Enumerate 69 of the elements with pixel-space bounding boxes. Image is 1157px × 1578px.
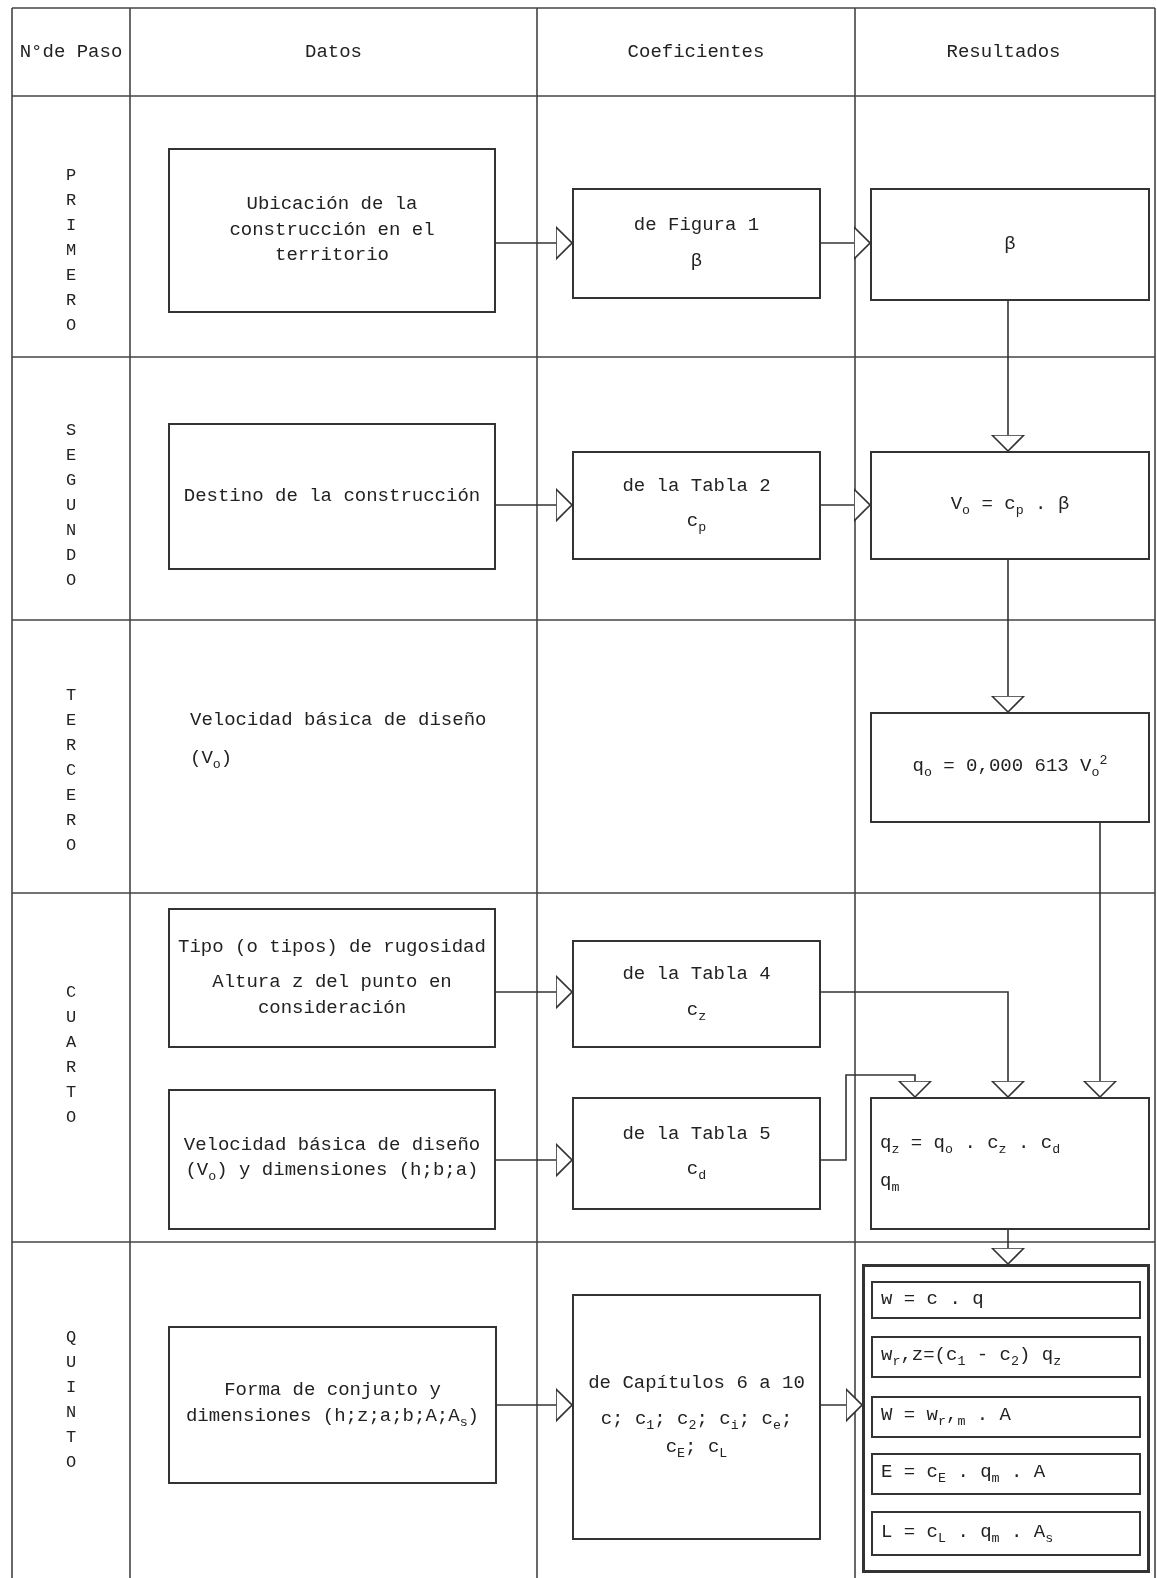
process-box	[870, 451, 1150, 560]
row-label: CUARTO	[65, 982, 77, 1129]
box-text: c$_{z}$	[686, 997, 707, 1026]
box-text: de la Tabla 5	[622, 1121, 771, 1147]
arrow	[820, 991, 1025, 1098]
process-box	[168, 423, 496, 570]
arrow	[495, 226, 573, 260]
formula-box	[871, 1336, 1141, 1378]
box-text: W = w$_{r}$,$_{m}$ . A	[881, 1403, 1011, 1431]
box-text: w = c . q	[881, 1287, 984, 1313]
arrow	[820, 488, 871, 522]
box-text: L = c$_{L}$ . q$_{m}$ . A$_{s}$	[881, 1519, 1054, 1548]
box-text: de Figura 1	[633, 212, 760, 238]
box-text: de la Tabla 2	[622, 473, 771, 499]
row-label: SEGUNDO	[65, 419, 77, 592]
process-box	[870, 712, 1150, 823]
process-box	[870, 1097, 1150, 1230]
process-box	[572, 188, 821, 299]
arrow	[820, 226, 871, 260]
box-text: β	[1004, 231, 1016, 257]
box-text: Ubicación de la construcción en el territorio	[228, 192, 436, 269]
formula-box	[871, 1453, 1141, 1495]
box-text: c$_{d}$	[686, 1157, 707, 1186]
process-box	[870, 188, 1150, 301]
process-box	[168, 1326, 497, 1484]
process-box	[572, 451, 821, 560]
box-text: q$_{m}$	[880, 1168, 900, 1197]
process-box	[168, 908, 496, 1048]
arrow	[991, 1229, 1025, 1265]
column-header: Coeficientes	[627, 39, 765, 65]
box-text: c$_{p}$	[686, 509, 707, 538]
process-box	[168, 1089, 496, 1230]
formula-box	[871, 1511, 1141, 1556]
box-text: q$_{z}$ = q$_{o}$ . c$_{z}$ . c$_{d}$	[880, 1130, 1061, 1159]
box-text: w$_{r}$,z=(c$_{1}$ - c$_{2}$) q$_{z}$	[881, 1343, 1062, 1371]
arrow	[1083, 822, 1117, 1098]
box-text: Velocidad básica de diseño (V$_{o}$) y dimensiones (h;b;a)	[182, 1132, 482, 1187]
arrow	[991, 559, 1025, 713]
arrow	[496, 1388, 573, 1422]
process-box	[572, 1294, 821, 1540]
box-text: c; c$_{1}$; c$_{2}$; c$_{i}$; c$_{e}$; c$_{E}$; c$_{L}$	[599, 1407, 794, 1463]
box-text: V$_{o}$ = c$_{p}$ . β	[950, 491, 1070, 520]
row-label: PRIMERO	[65, 164, 77, 337]
box-text: β	[690, 248, 703, 274]
column-header: Datos	[305, 39, 362, 65]
box-text: Destino de la construcción	[183, 483, 481, 509]
formula-box	[871, 1396, 1141, 1438]
box-text: E = c$_{E}$ . q$_{m}$ . A	[881, 1460, 1046, 1488]
box-text: Altura z del punto en consideración	[211, 970, 453, 1021]
results-panel	[862, 1264, 1150, 1573]
arrow	[820, 1074, 932, 1161]
process-box	[572, 940, 821, 1048]
arrow	[820, 1388, 863, 1422]
arrow	[495, 975, 573, 1009]
process-box	[572, 1097, 821, 1210]
box-text: Tipo (o tipos) de rugosidad	[178, 934, 486, 960]
arrow	[495, 488, 573, 522]
box-text: de la Tabla 4	[622, 962, 771, 988]
column-header: N°de Paso	[19, 39, 123, 65]
row-label: QUINTO	[65, 1327, 77, 1474]
column-header: Resultados	[946, 39, 1061, 65]
data-text: Velocidad básica de diseño (V$_{o}$)	[190, 708, 488, 775]
row-label: TERCERO	[65, 684, 77, 857]
process-box	[168, 148, 496, 313]
arrow	[495, 1143, 573, 1177]
box-text: de Capítulos 6 a 10	[588, 1371, 805, 1397]
arrow	[991, 300, 1025, 452]
formula-box	[871, 1281, 1141, 1319]
box-text: Forma de conjunto y dimensiones (h;z;a;b;A;A$_{s}$)	[184, 1378, 480, 1432]
